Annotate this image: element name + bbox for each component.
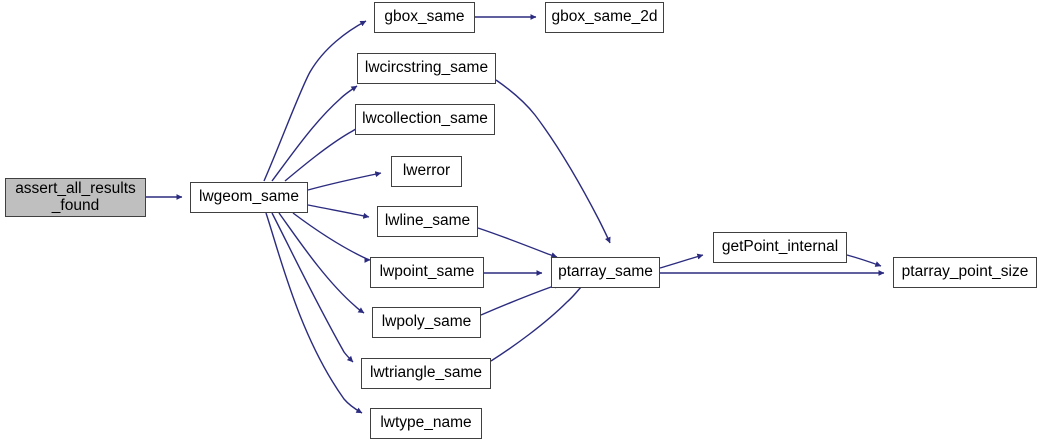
call-edge-ptarray_same-to-getPoint_internal: [659, 253, 704, 269]
node-label-assert_all_results_found: assert_all_results _found: [15, 179, 136, 214]
call-edge-lwpoly_same-to-ptarray_same: [480, 282, 561, 316]
node-label-getPoint_internal: getPoint_internal: [721, 238, 839, 256]
node-gbox_same[interactable]: gbox_same: [374, 2, 475, 33]
call-edge-lwgeom_same-to-lwpoly_same: [278, 212, 365, 314]
node-getPoint_internal[interactable]: getPoint_internal: [713, 232, 847, 263]
node-label-lwgeom_same: lwgeom_same: [199, 188, 299, 206]
node-lwtriangle_same[interactable]: lwtriangle_same: [361, 358, 491, 389]
call-edge-lwgeom_same-to-lwcircstring_same: [271, 85, 358, 182]
call-edge-lwline_same-to-ptarray_same: [477, 227, 558, 259]
call-edge-lwgeom_same-to-lwtype_name: [265, 212, 363, 414]
call-edge-lwgeom_same-to-lwcollection_same: [284, 125, 362, 182]
node-label-ptarray_point_size: ptarray_point_size: [901, 263, 1029, 281]
node-lwtype_name[interactable]: lwtype_name: [370, 408, 482, 439]
call-edge-lwcircstring_same-to-ptarray_same: [495, 79, 611, 244]
call-edge-lwgeom_same-to-lwline_same: [307, 204, 370, 219]
node-label-lwtriangle_same: lwtriangle_same: [370, 364, 482, 382]
call-edge-lwgeom_same-to-lwpoint_same: [292, 212, 371, 263]
node-label-ptarray_same: ptarray_same: [558, 263, 653, 281]
node-lwcircstring_same[interactable]: lwcircstring_same: [357, 53, 496, 84]
node-label-gbox_same: gbox_same: [384, 8, 465, 26]
node-label-lwpoint_same: lwpoint_same: [379, 263, 475, 281]
node-label-lwcircstring_same: lwcircstring_same: [364, 59, 489, 77]
node-ptarray_same[interactable]: ptarray_same: [551, 257, 660, 288]
call-edge-lwgeom_same-to-lwtriangle_same: [271, 212, 354, 363]
node-lwpoint_same[interactable]: lwpoint_same: [370, 257, 484, 288]
call-edge-lwtriangle_same-to-ptarray_same: [490, 280, 587, 362]
node-lwgeom_same[interactable]: lwgeom_same: [190, 182, 308, 213]
call-edge-getPoint_internal-to-ptarray_point_size: [846, 254, 882, 267]
node-label-lwline_same: lwline_same: [384, 212, 471, 230]
node-assert_all_results_found[interactable]: assert_all_results _found: [5, 178, 146, 217]
node-ptarray_point_size[interactable]: ptarray_point_size: [893, 257, 1037, 288]
node-label-lwcollection_same: lwcollection_same: [362, 110, 488, 128]
node-label-gbox_same_2d: gbox_same_2d: [551, 8, 658, 26]
node-lwpoly_same[interactable]: lwpoly_same: [372, 307, 481, 338]
node-lwcollection_same[interactable]: lwcollection_same: [355, 104, 495, 135]
node-lwerror[interactable]: lwerror: [391, 156, 462, 187]
node-label-lwtype_name: lwtype_name: [380, 414, 472, 432]
node-lwline_same[interactable]: lwline_same: [377, 206, 478, 237]
node-label-lwpoly_same: lwpoly_same: [381, 313, 472, 331]
node-label-lwerror: lwerror: [402, 162, 451, 180]
call-edge-lwgeom_same-to-gbox_same: [263, 20, 367, 182]
call-edge-lwgeom_same-to-lwerror: [307, 171, 382, 191]
node-gbox_same_2d[interactable]: gbox_same_2d: [545, 2, 664, 33]
